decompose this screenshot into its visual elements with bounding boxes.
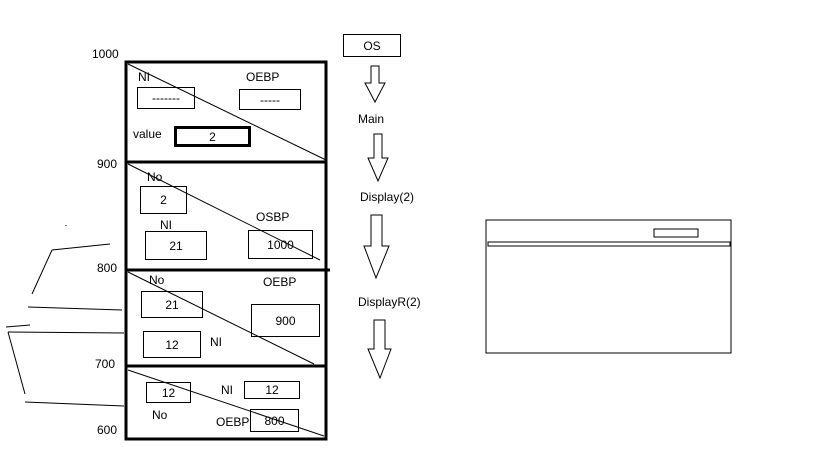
display-ni-label: NI (160, 218, 172, 232)
arrow-os-to-main (364, 65, 386, 104)
displayr2-frame-strike (127, 369, 325, 437)
output-window (485, 219, 732, 354)
arrow-display-to-displayr (363, 214, 390, 280)
displayr2-ni-label: NI (221, 383, 233, 397)
main-oebp-label: OEBP (246, 70, 280, 84)
flow-arrows (363, 65, 392, 380)
displayr1-oebp-label: OEBP (263, 275, 297, 289)
displayr1-oebp-value: 900 (251, 304, 320, 337)
address-label-600: 600 (97, 423, 118, 437)
displayr2-ni-value: 12 (244, 381, 300, 399)
flow-display-label: Display(2) (360, 190, 415, 204)
flow-main-label: Main (358, 112, 385, 126)
displayr1-ni-label: NI (210, 335, 222, 349)
arrow-displayr-down (367, 319, 392, 380)
address-label-800: 800 (97, 261, 118, 275)
arrow-main-to-display (367, 133, 389, 183)
output-window-title-field (653, 228, 699, 238)
displayr1-no-value: 21 (141, 291, 203, 318)
flow-displayr-label: DisplayR(2) (358, 295, 421, 309)
address-label-700: 700 (95, 357, 116, 371)
displayr1-no-label: No (149, 273, 165, 287)
main-value-label: value (133, 127, 162, 141)
main-ni-label: NI (138, 70, 150, 84)
display-no-label: No (147, 170, 163, 184)
display-osbp-label: OSBP (256, 210, 290, 224)
displayr1-frame-strike (127, 271, 315, 365)
display-osbp-value: 1000 (248, 230, 313, 259)
main-frame-strike (127, 63, 327, 161)
left-scribble-lines (5, 225, 125, 407)
displayr1-ni-value: 12 (143, 331, 201, 358)
main-value-cell: 2 (174, 126, 251, 147)
address-label-1000: 1000 (92, 47, 119, 61)
displayr2-no-label: No (152, 408, 168, 422)
display-ni-value: 21 (145, 231, 207, 260)
output-window-frame (485, 219, 732, 354)
flow-os-box: OS (343, 34, 401, 57)
main-oebp-value: ----- (239, 89, 301, 110)
display-no-value: 2 (140, 186, 187, 214)
stack-outline (124, 60, 328, 441)
output-window-titlebar (487, 241, 731, 247)
displayr2-no-value: 12 (146, 382, 191, 403)
address-label-900: 900 (97, 157, 118, 171)
displayr2-oebp-label: OEBP (216, 415, 250, 429)
main-ni-value: ------- (137, 87, 195, 109)
displayr2-oebp-value: 800 (250, 409, 299, 432)
display-frame-strike (127, 163, 321, 261)
